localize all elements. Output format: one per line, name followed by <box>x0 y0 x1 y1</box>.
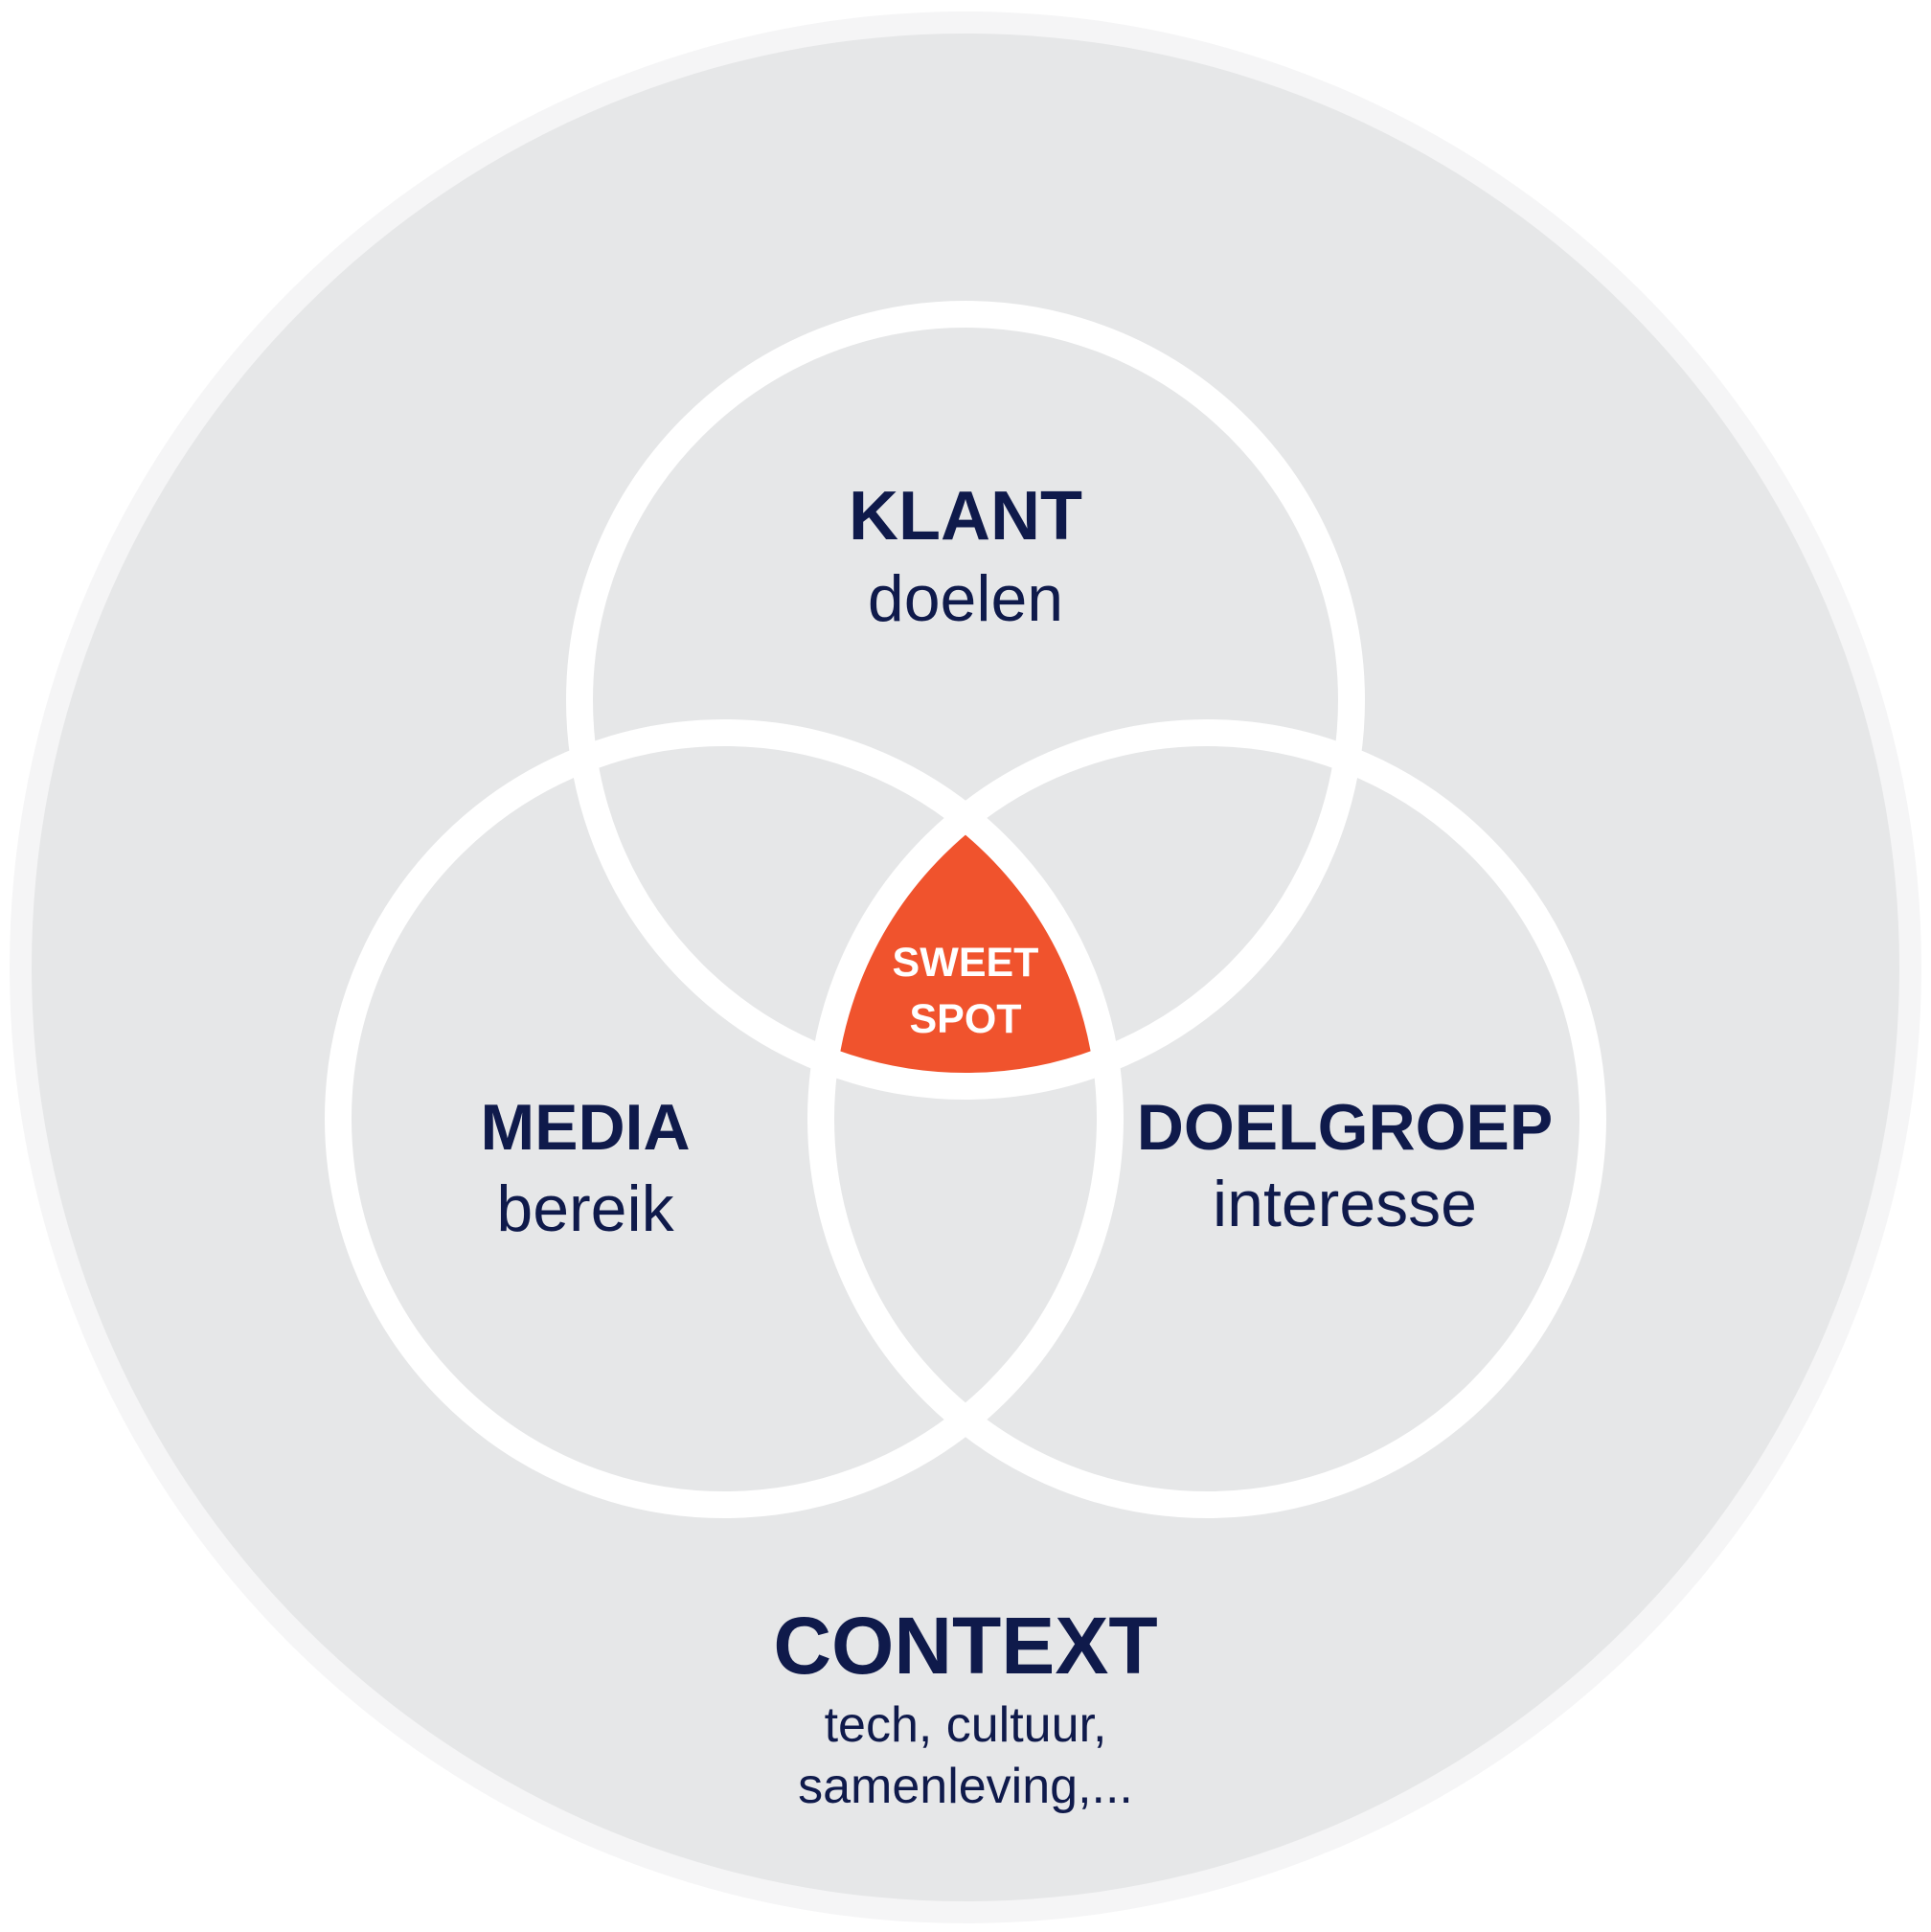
klant-circle <box>566 301 1365 1100</box>
doelgroep-circle <box>807 719 1606 1518</box>
doelgroep-subtitle: interesse <box>1213 1168 1477 1240</box>
klant-subtitle: doelen <box>868 562 1063 635</box>
media-subtitle: bereik <box>496 1172 674 1245</box>
context-line-1: tech, cultuur, <box>825 1697 1107 1753</box>
sweet-spot-line-2: SPOT <box>909 996 1021 1042</box>
media-circle <box>325 719 1124 1518</box>
doelgroep-title: DOELGROEP <box>1137 1091 1554 1164</box>
context-line-2: samenleving,... <box>798 1759 1133 1814</box>
media-title: MEDIA <box>480 1091 690 1164</box>
sweet-spot-line-1: SWEET <box>893 940 1039 986</box>
context-title: CONTEXT <box>773 1601 1157 1691</box>
klant-title: KLANT <box>849 478 1082 555</box>
